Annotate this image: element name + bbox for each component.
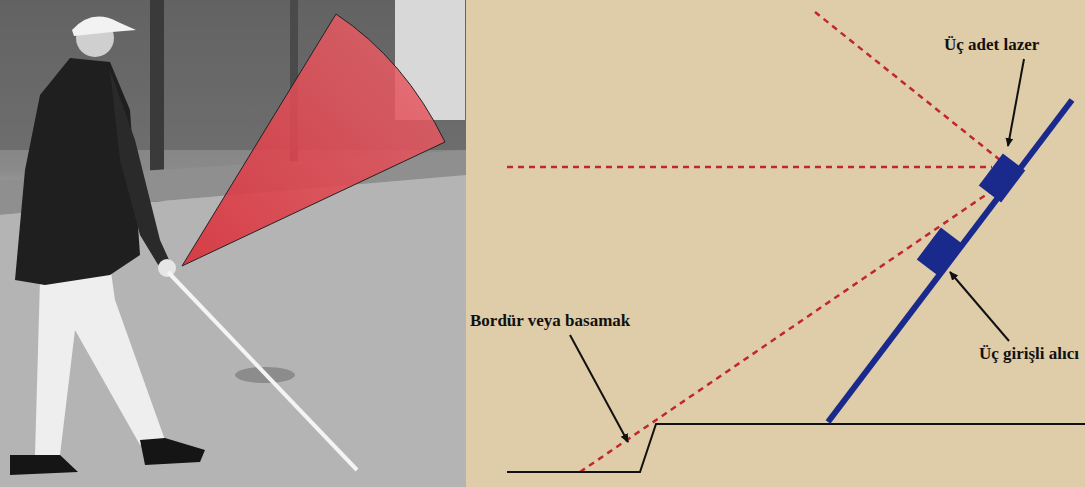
callout-label: Üç adet lazer	[944, 36, 1039, 55]
laser-cane-diagram	[466, 0, 1085, 487]
callout-label: Üç girişli alıcı	[979, 345, 1079, 364]
callout-label: Bordür veya basamak	[470, 312, 630, 331]
photo	[0, 0, 466, 487]
